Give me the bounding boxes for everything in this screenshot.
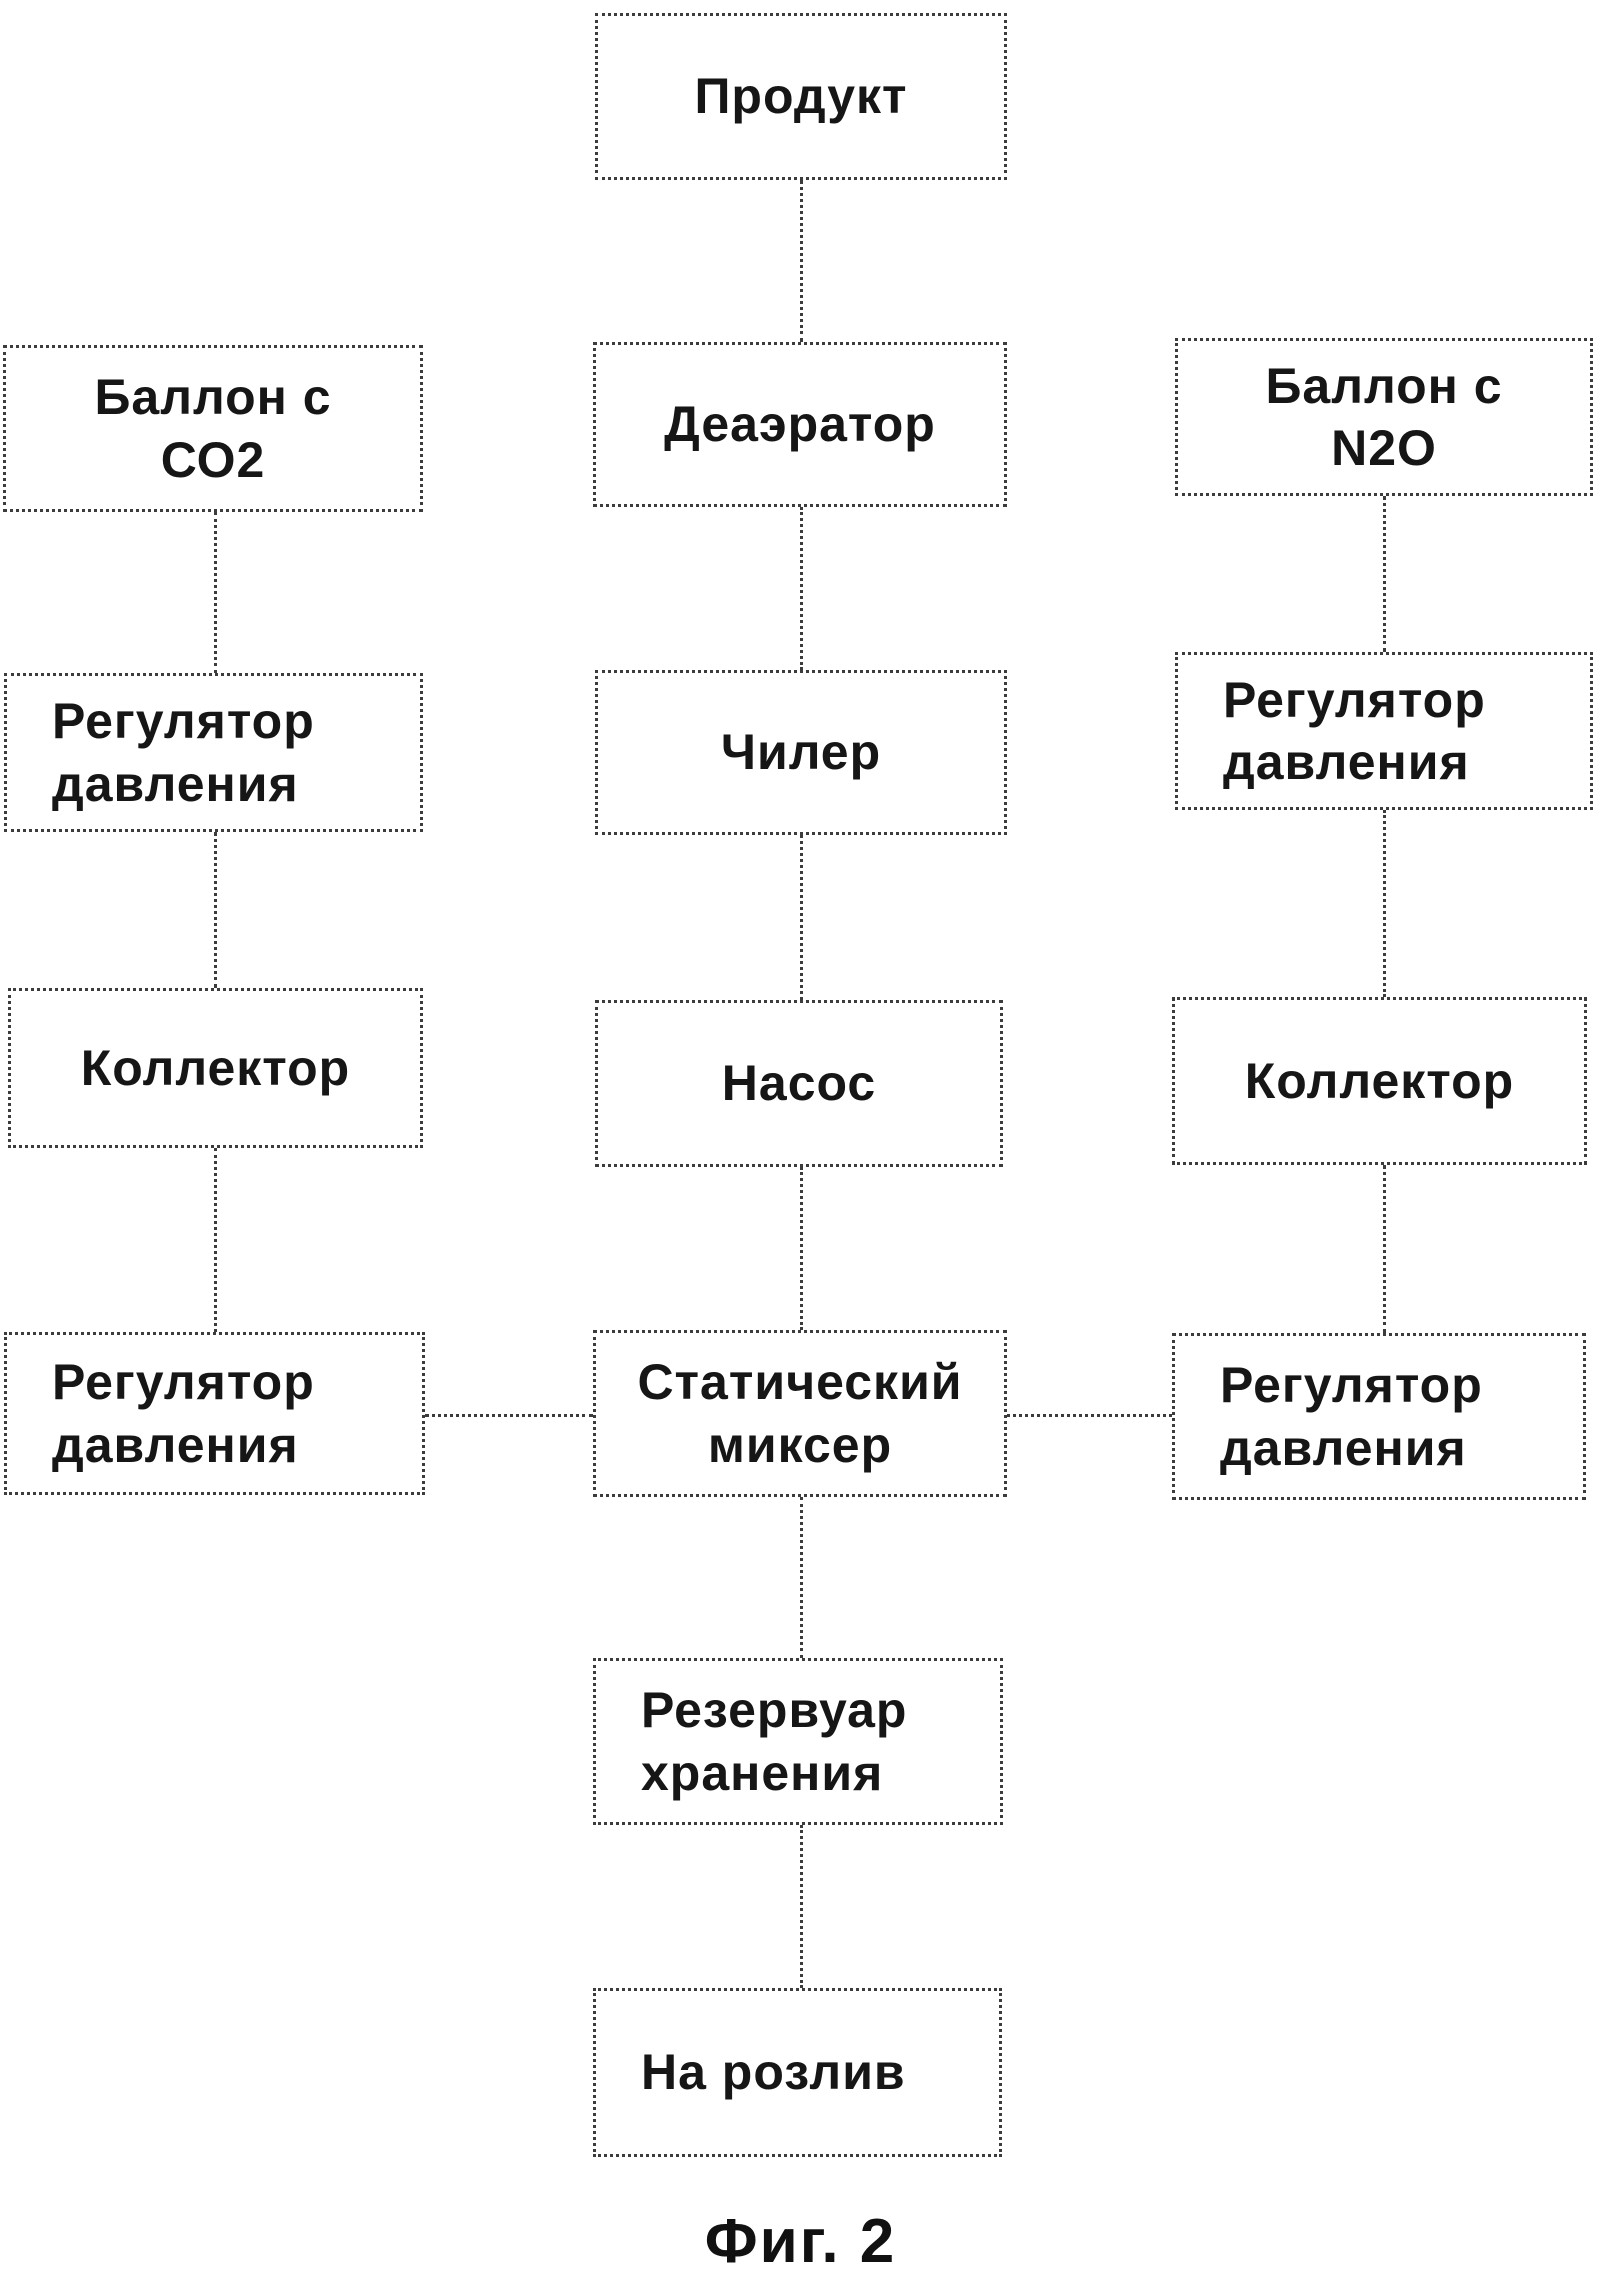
node-pump: Насос (595, 1000, 1003, 1167)
node-product: Продукт (595, 13, 1007, 180)
node-chiller: Чилер (595, 670, 1007, 835)
connector-static-mixer-storage-tank (800, 1497, 803, 1658)
node-pressure-regulator-n2o-upper: Регулятор давления (1175, 652, 1593, 810)
connector-pump-static-mixer (800, 1167, 803, 1330)
node-n2o-cylinder: Баллон с N2O (1175, 338, 1593, 496)
node-pressure-regulator-n2o-lower: Регулятор давления (1172, 1333, 1586, 1500)
figure-caption: Фиг. 2 (704, 2207, 897, 2276)
connector-co2-regulator-static-mixer (425, 1414, 593, 1417)
node-bottling: На розлив (593, 1988, 1002, 2157)
connector-deaerator-chiller (800, 507, 803, 670)
node-collector-n2o: Коллектор (1172, 997, 1587, 1165)
connector-product-deaerator (800, 180, 803, 342)
connector-co2-regulator-collector (214, 832, 217, 988)
connector-n2o-regulator-collector (1383, 810, 1386, 997)
connector-chiller-pump (800, 835, 803, 1000)
connector-storage-tank-bottling (800, 1825, 803, 1988)
node-collector-co2: Коллектор (8, 988, 423, 1148)
node-co2-cylinder: Баллон с СО2 (3, 345, 423, 512)
connector-n2o-cylinder-regulator (1383, 496, 1386, 652)
connector-co2-collector-regulator (214, 1148, 217, 1332)
connector-n2o-collector-regulator (1383, 1165, 1386, 1333)
node-pressure-regulator-co2-upper: Регулятор давления (4, 673, 423, 832)
connector-n2o-regulator-static-mixer (1007, 1414, 1172, 1417)
node-pressure-regulator-co2-lower: Регулятор давления (4, 1332, 425, 1495)
connector-co2-cylinder-regulator (214, 512, 217, 673)
node-deaerator: Деаэратор (593, 342, 1007, 507)
node-static-mixer: Статический миксер (593, 1330, 1007, 1497)
node-storage-tank: Резервуар хранения (593, 1658, 1003, 1825)
